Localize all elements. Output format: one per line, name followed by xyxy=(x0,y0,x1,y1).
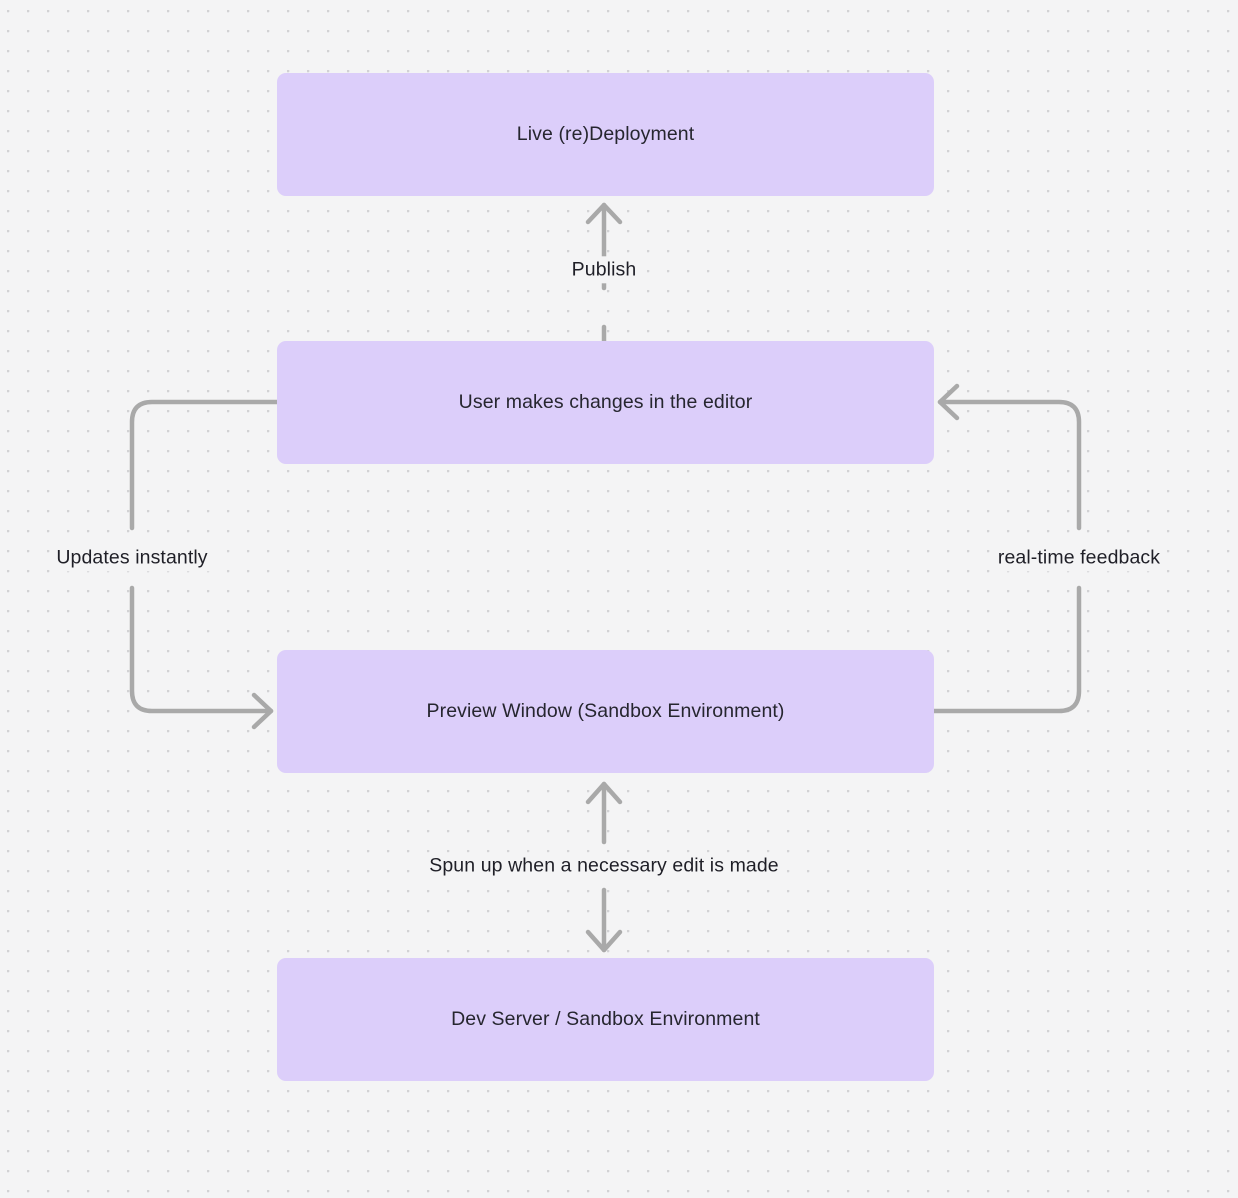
arrowhead-down-icon xyxy=(585,929,623,953)
node-label-live-deployment: Live (re)Deployment xyxy=(516,123,695,146)
edge-label-updates-instantly: Updates instantly xyxy=(50,544,214,572)
node-preview-window[interactable]: Preview Window (Sandbox Environment) xyxy=(277,650,934,773)
edge-label-spun-up: Spun up when a necessary edit is made xyxy=(423,852,785,880)
arrowhead-right-icon xyxy=(251,692,274,730)
node-live-deployment[interactable]: Live (re)Deployment xyxy=(277,73,934,196)
node-dev-server[interactable]: Dev Server / Sandbox Environment xyxy=(277,958,934,1081)
arrowhead-up-icon xyxy=(585,781,623,805)
node-user-edits[interactable]: User makes changes in the editor xyxy=(277,341,934,464)
node-label-user-edits: User makes changes in the editor xyxy=(458,391,753,414)
node-label-dev-server: Dev Server / Sandbox Environment xyxy=(451,1008,760,1031)
arrowhead-up-icon xyxy=(585,202,623,225)
node-label-preview-window: Preview Window (Sandbox Environment) xyxy=(426,700,785,723)
edge-label-real-time-feedback: real-time feedback xyxy=(991,544,1167,572)
edge-label-publish: Publish xyxy=(565,256,643,284)
arrowhead-left-icon xyxy=(937,383,960,421)
